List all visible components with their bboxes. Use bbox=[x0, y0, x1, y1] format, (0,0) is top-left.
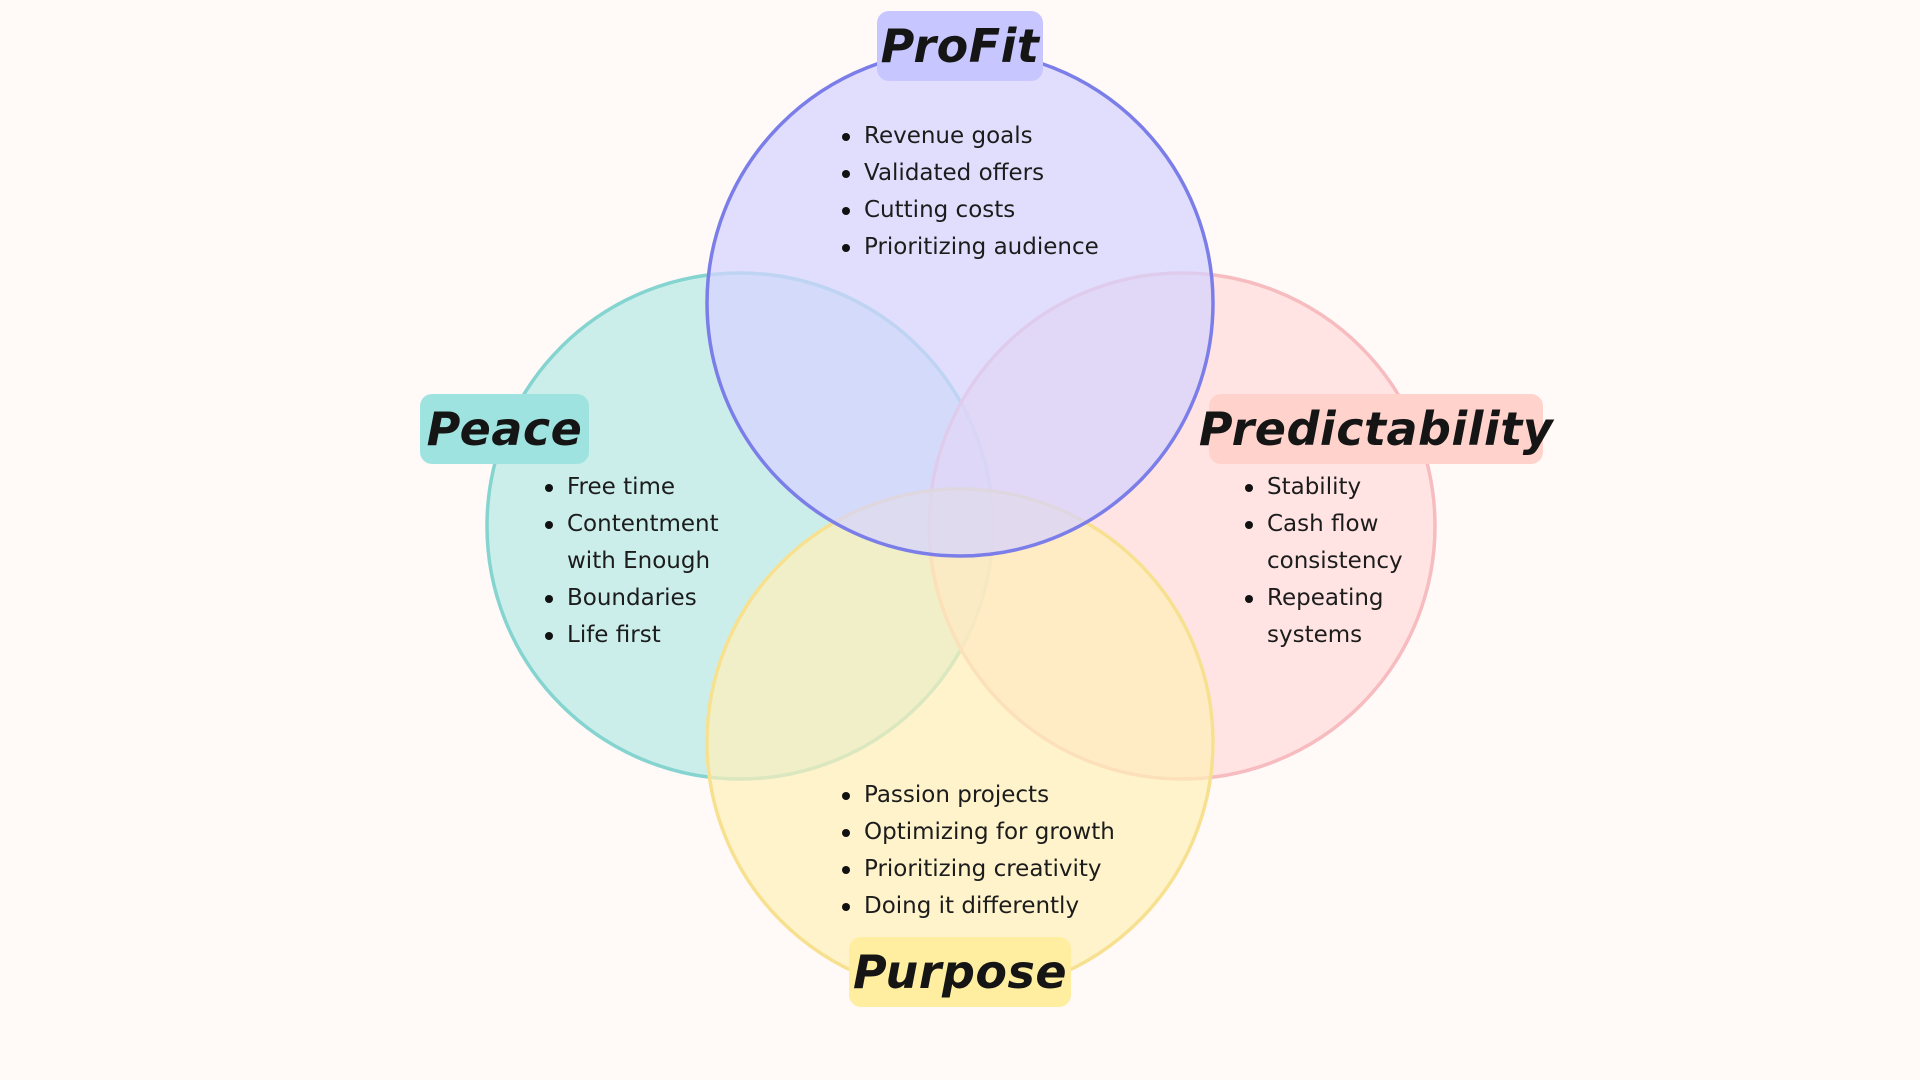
list-item: Validated offers bbox=[842, 155, 1099, 192]
list-item-continued: with Enough bbox=[567, 548, 711, 574]
list-item: Stability bbox=[1245, 469, 1403, 506]
list-item: Passion projects bbox=[842, 777, 1115, 814]
list-item-continued: systems bbox=[1267, 622, 1363, 648]
label-purpose: Purpose bbox=[849, 937, 1071, 1007]
list-item: Doing it differently bbox=[842, 888, 1115, 925]
list-item-continued: consistency bbox=[1267, 548, 1403, 574]
label-peace: Peace bbox=[420, 394, 589, 464]
list-item: Free time bbox=[545, 469, 719, 506]
list-item: Optimizing for growth bbox=[842, 814, 1115, 851]
list-item: Revenue goals bbox=[842, 118, 1099, 155]
list-predictability: Stability Cash flow consistency Repeatin… bbox=[1239, 469, 1403, 654]
list-peace: Free time Contentment with Enough Bounda… bbox=[539, 469, 719, 654]
list-item: Life first bbox=[545, 617, 719, 654]
label-predictability: Predictability bbox=[1199, 394, 1553, 464]
list-profit: Revenue goals Validated offers Cutting c… bbox=[836, 118, 1099, 266]
list-item: Prioritizing audience bbox=[842, 229, 1099, 266]
list-purpose: Passion projects Optimizing for growth P… bbox=[836, 777, 1115, 925]
list-item: Contentment bbox=[545, 506, 719, 543]
label-profit: ProFit bbox=[877, 11, 1043, 81]
list-item: Repeating bbox=[1245, 580, 1403, 617]
list-item: Cutting costs bbox=[842, 192, 1099, 229]
list-item: Cash flow bbox=[1245, 506, 1403, 543]
list-item: Boundaries bbox=[545, 580, 719, 617]
list-item: Prioritizing creativity bbox=[842, 851, 1115, 888]
